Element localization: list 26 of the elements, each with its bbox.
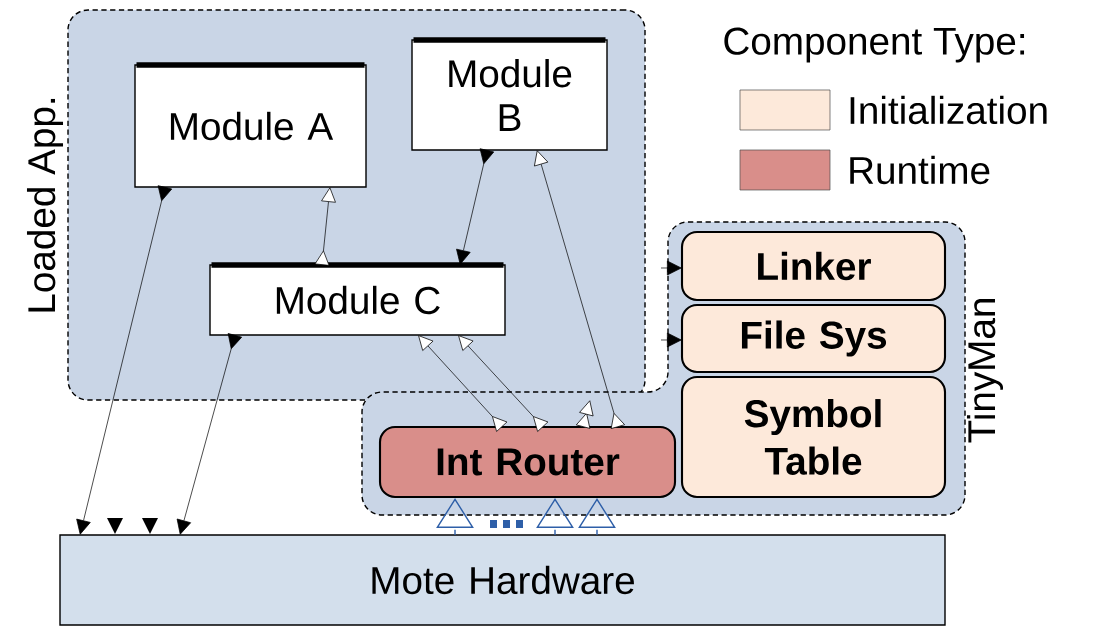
- legend-label: Initialization: [850, 95, 1047, 125]
- legend-title: Component Type:: [724, 27, 1025, 63]
- hardware-box: Mote Hardware: [59, 534, 946, 626]
- arrow: [456, 148, 495, 265]
- group-title: TinyMan: [966, 299, 1003, 443]
- component-box: File Sys: [680, 303, 947, 374]
- module-box: Module A: [134, 62, 367, 188]
- arrow: [536, 498, 574, 536]
- arrow: [660, 332, 682, 348]
- arrow: [534, 150, 625, 429]
- group-title: Loaded App.: [26, 98, 63, 312]
- arrow: [578, 498, 616, 536]
- module-box: Module B: [411, 37, 608, 151]
- router-box: Int Router: [378, 425, 677, 499]
- module-box: Module C: [209, 262, 506, 336]
- arrow: [314, 187, 336, 266]
- arrow: [575, 400, 594, 429]
- arrow: [436, 498, 474, 536]
- arrow: [458, 335, 549, 432]
- component-box: Linker: [680, 230, 947, 302]
- arrow: [76, 185, 173, 535]
- legend-label: Runtime: [850, 155, 990, 185]
- arrow: [176, 333, 243, 535]
- arrow: [418, 335, 508, 432]
- component-box: Symbol Table: [680, 375, 947, 499]
- arrow: [660, 260, 682, 276]
